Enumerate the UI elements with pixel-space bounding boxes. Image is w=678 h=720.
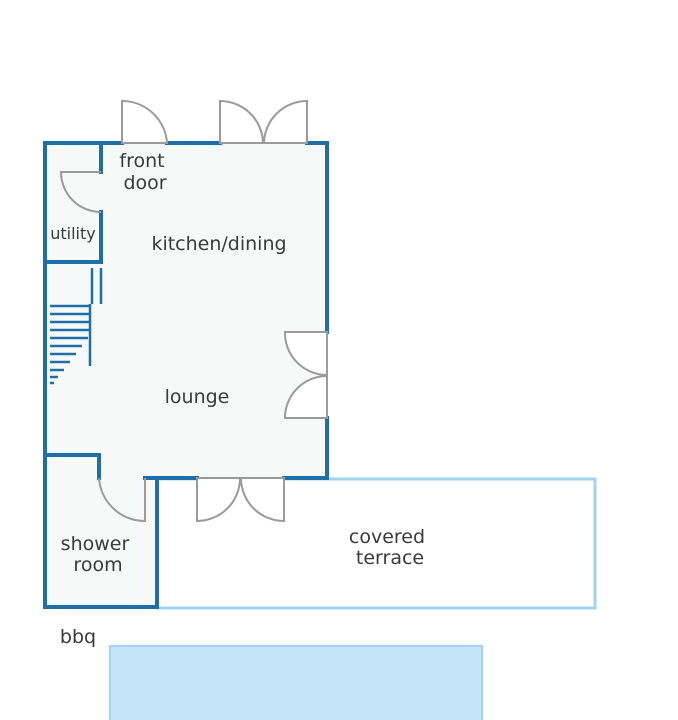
shower-room-floor <box>45 455 157 607</box>
lounge-label: lounge <box>165 386 230 408</box>
utility-label: utility <box>50 224 96 243</box>
covered-terrace-label: covered terrace <box>349 526 431 569</box>
patio-door-left <box>196 477 242 523</box>
pool <box>109 645 483 720</box>
patio-door-right <box>239 477 285 523</box>
doors <box>59 99 328 523</box>
bbq-label: bbq <box>60 626 96 648</box>
shower-room-label: shower room <box>61 533 136 576</box>
staircase <box>50 268 103 385</box>
top-double-door-left <box>219 99 265 144</box>
walls <box>43 141 329 609</box>
front-door-label: front door <box>119 150 170 194</box>
shower-door-swing <box>98 477 146 523</box>
utility-door-swing <box>59 171 102 213</box>
side-door-lower <box>283 374 328 419</box>
main-floor <box>45 143 327 478</box>
top-double-door-right <box>262 99 308 144</box>
side-door-upper <box>283 331 328 377</box>
kitchen-dining-label: kitchen/dining <box>151 233 286 255</box>
front-door-swing <box>121 99 169 144</box>
